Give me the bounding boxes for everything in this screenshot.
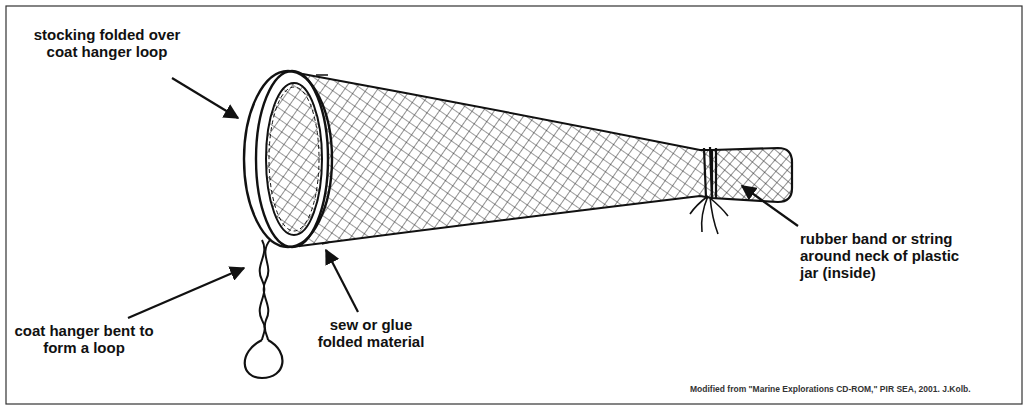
hanger-loop [245,340,283,378]
frame [6,6,1022,404]
callout-label: coat hanger bent to form a loop [14,322,154,356]
leader-arrow [172,78,238,118]
callout-label: rubber band or string around neck of pla… [800,230,968,281]
hoop-outer [244,71,332,247]
neck-string [704,147,716,199]
hoop-band [256,71,328,247]
string-ends [690,196,728,234]
credit-note: Modified from "Marine Explorations CD-RO… [690,384,971,394]
hoop-inner [266,83,322,235]
leader-arrow [128,268,244,318]
leader-arrow [742,186,798,226]
stitching [269,87,319,231]
stocking-net [292,72,712,246]
callout-label: stocking folded over coat hanger loop [22,26,192,60]
leader-arrow [326,250,358,312]
callout-label: sew or glue folded material [310,316,432,350]
